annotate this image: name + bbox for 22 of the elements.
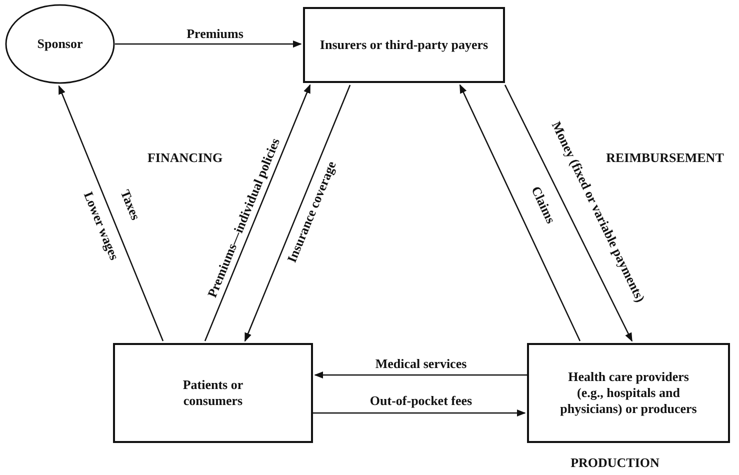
arrow bbox=[204, 84, 311, 342]
section-label: PRODUCTION bbox=[568, 456, 662, 470]
section-label: FINANCING bbox=[145, 150, 225, 166]
process-box bbox=[527, 343, 730, 443]
edge-label: Premiums bbox=[184, 26, 246, 42]
ellipse-node bbox=[5, 4, 115, 84]
arrow bbox=[115, 40, 302, 48]
arrow bbox=[459, 84, 581, 342]
arrow bbox=[313, 409, 526, 417]
process-box bbox=[303, 7, 505, 83]
node-label: Patients or consumers bbox=[182, 376, 244, 410]
arrow bbox=[314, 371, 527, 379]
process-box bbox=[113, 343, 313, 443]
arrow bbox=[244, 84, 351, 342]
arrow bbox=[504, 84, 633, 342]
node-label: Sponsor bbox=[37, 36, 83, 52]
section-label: REIMBURSEMENT bbox=[604, 150, 726, 166]
node-label: Health care providers (e.g., hospitals and physicians) or producers bbox=[559, 368, 698, 418]
edge-label: Out-of-pocket fees bbox=[368, 394, 474, 408]
arrow bbox=[58, 85, 164, 342]
node-label: Insurers or third-party payers bbox=[320, 36, 488, 54]
edge-label: Medical services bbox=[373, 356, 469, 372]
